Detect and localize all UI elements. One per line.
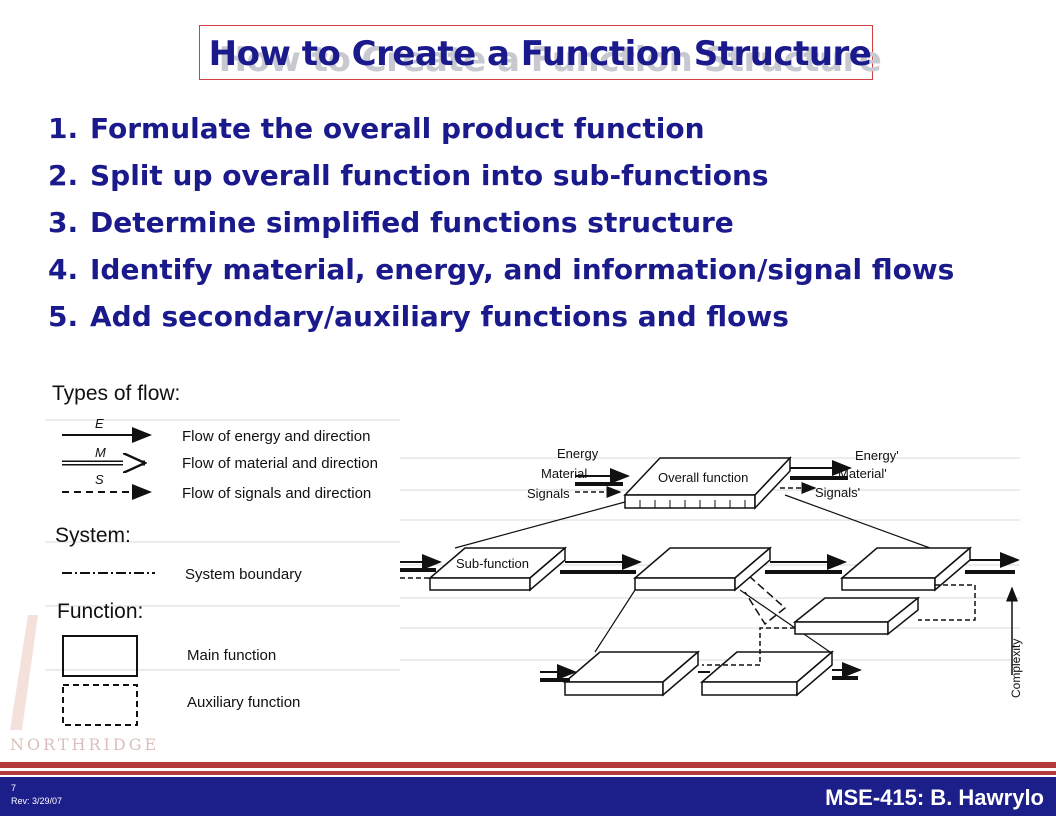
footer-rule-gap	[0, 768, 1056, 771]
step-text: Add secondary/auxiliary functions and fl…	[90, 300, 789, 333]
sub-function-label: Sub-function	[456, 556, 529, 571]
footer-rule-top	[0, 762, 1056, 768]
step-text: Identify material, energy, and informati…	[90, 253, 955, 286]
step-number: 3.	[48, 206, 79, 239]
step-item: 2. Split up overall function into sub-fu…	[48, 160, 998, 192]
step-number: 1.	[48, 112, 79, 145]
sub-function-box	[427, 546, 568, 592]
bottom-right-box	[699, 650, 835, 697]
auxiliary-right-box	[792, 596, 921, 636]
step-text: Determine simplified functions structure	[90, 206, 734, 239]
main-function-label: Main function	[187, 647, 276, 664]
step-number: 4.	[48, 253, 79, 286]
slide-title: How to Create a Function Structure	[208, 34, 872, 74]
university-logo-mark	[10, 615, 38, 730]
main-function-box	[62, 635, 138, 677]
step-item: 5. Add secondary/auxiliary functions and…	[48, 301, 998, 333]
step-text: Split up overall function into sub-funct…	[90, 159, 769, 192]
slide-number: 7	[11, 783, 17, 793]
function-structure-figure: Types of flow: E Flow of energy and dire…	[10, 382, 1023, 730]
step-text: Formulate the overall product function	[90, 112, 705, 145]
step-number: 2.	[48, 159, 79, 192]
auxiliary-function-box	[62, 684, 138, 726]
legend: Types of flow: E Flow of energy and dire…	[52, 382, 378, 726]
title-frame	[199, 25, 873, 80]
course-label: MSE-415: B. Hawrylo	[825, 785, 1044, 810]
signal-flow-label: Flow of signals and direction	[182, 485, 371, 502]
structure-diagram	[400, 456, 1020, 697]
overall-function-box	[623, 456, 792, 510]
system-boundary-label: System boundary	[185, 566, 302, 583]
signals-out-label: Signals'	[815, 485, 860, 500]
energy-letter: E	[95, 416, 104, 431]
right-function-box	[839, 546, 973, 592]
material-in-label: Material	[541, 466, 587, 481]
bottom-left-box	[562, 650, 701, 697]
footer-rule-bottom	[0, 771, 1056, 775]
system-heading: System:	[55, 524, 131, 547]
auxiliary-function-label: Auxiliary function	[187, 694, 300, 711]
material-out-label: Material'	[838, 466, 887, 481]
step-item: 1. Formulate the overall product functio…	[48, 113, 998, 145]
overall-function-label: Overall function	[658, 470, 748, 485]
energy-out-label: Energy'	[855, 448, 899, 463]
step-item: 3. Determine simplified functions struct…	[48, 207, 998, 239]
title-shadow: How to Create a Function Structure	[218, 40, 882, 80]
function-heading: Function:	[57, 600, 143, 623]
material-flow-label: Flow of material and direction	[182, 455, 378, 472]
footer-bar: 7 Rev: 3/29/07 MSE-415: B. Hawrylo	[0, 777, 1056, 816]
types-of-flow-heading: Types of flow:	[52, 382, 180, 405]
logo-watermark-text: NORTHRIDGE	[10, 735, 160, 754]
material-letter: M	[95, 445, 106, 460]
middle-function-box	[632, 546, 773, 592]
energy-flow-label: Flow of energy and direction	[182, 428, 370, 445]
energy-in-label: Energy	[557, 446, 599, 461]
revision-date: Rev: 3/29/07	[11, 796, 63, 806]
step-item: 4. Identify material, energy, and inform…	[48, 254, 998, 286]
signal-letter: S	[95, 472, 104, 487]
complexity-label: Complexity	[1009, 639, 1023, 698]
steps-list: 1. Formulate the overall product functio…	[48, 113, 998, 348]
step-number: 5.	[48, 300, 79, 333]
signals-in-label: Signals	[527, 486, 570, 501]
